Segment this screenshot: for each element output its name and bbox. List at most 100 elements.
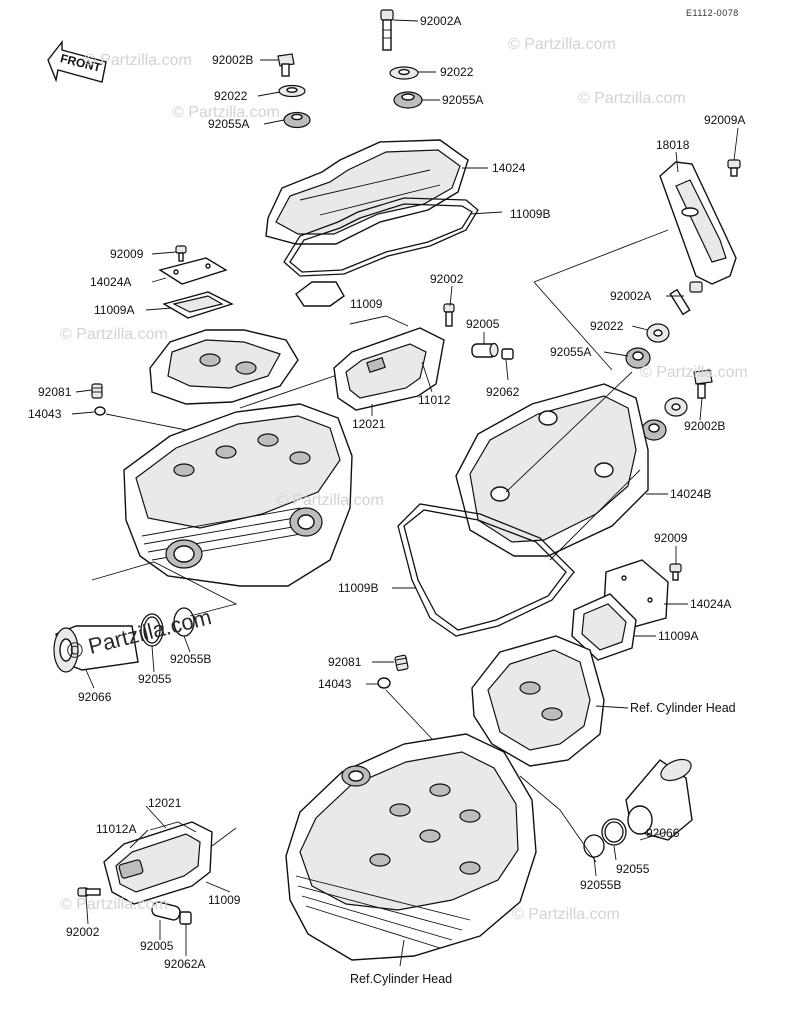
collar-92005-mid xyxy=(471,342,499,358)
intake-pipe-92066-left xyxy=(53,625,139,673)
oring-92055-right xyxy=(601,818,627,846)
washer-92022-right-lower xyxy=(664,397,688,417)
cylinder-head-cover-14024 xyxy=(265,139,469,245)
part-label: 92009 xyxy=(110,247,144,261)
part-label: 11009B xyxy=(510,207,551,221)
part-label: 92022 xyxy=(214,89,248,103)
part-label: 92002A xyxy=(610,289,652,303)
gasket-11009B-top xyxy=(283,197,479,277)
cap-92062 xyxy=(501,348,514,360)
part-label: 12021 xyxy=(148,796,182,810)
part-label: 92055A xyxy=(442,93,484,107)
part-label: 92005 xyxy=(466,317,500,331)
bolt-92002A-top xyxy=(380,9,394,51)
part-label: 92081 xyxy=(328,655,362,669)
part-label: 92062 xyxy=(486,385,520,399)
gasket-11009B-bottom xyxy=(397,503,575,637)
bolt-92002B-right xyxy=(693,369,713,399)
part-label: 14043 xyxy=(28,407,62,421)
cam-cap-head-left xyxy=(295,281,345,307)
part-label: 92055B xyxy=(580,878,622,892)
part-label: 92002B xyxy=(684,419,726,433)
part-label: 92002 xyxy=(430,272,464,286)
plate-14024A-left xyxy=(158,257,228,285)
part-label: 92081 xyxy=(38,385,72,399)
cap-92062A xyxy=(179,911,192,925)
part-label: 18018 xyxy=(656,138,690,152)
part-label: 14024 xyxy=(492,161,526,175)
bolt-92002A-right xyxy=(669,281,703,316)
part-label: 92055A xyxy=(550,345,592,359)
part-label: 92055B xyxy=(170,652,212,666)
bolt-92002-mid xyxy=(443,303,455,327)
bolt-92009-right xyxy=(669,563,682,581)
part-label: 11009 xyxy=(350,297,383,311)
cylinder-head-front xyxy=(123,403,353,587)
part-label: 92066 xyxy=(646,826,680,840)
watermark: © Partzilla.com xyxy=(276,492,384,509)
part-label: 11009A xyxy=(658,629,699,643)
ref-cylinder-head-bottom: Ref.Cylinder Head xyxy=(350,972,453,986)
gasket-11009A-right xyxy=(571,593,637,661)
part-label: 14024A xyxy=(690,597,732,611)
head-upper-right xyxy=(471,635,605,767)
grommet-92055A-right xyxy=(625,347,651,369)
part-label: 92005 xyxy=(140,939,174,953)
watermark: © Partzilla.com xyxy=(172,104,280,121)
part-label: 11009A xyxy=(94,303,135,317)
part-label: 92022 xyxy=(440,65,474,79)
part-label: 14043 xyxy=(318,677,352,691)
front-arrow-icon xyxy=(47,39,107,83)
plate-18018 xyxy=(659,161,737,285)
bolt-92009A xyxy=(727,159,741,177)
watermark: © Partzilla.com xyxy=(640,364,748,381)
part-label: 92002A xyxy=(420,14,462,28)
intake-pipe-92066-right xyxy=(625,758,693,841)
cylinder-head-rear xyxy=(285,733,537,961)
part-label: 92062A xyxy=(164,957,206,971)
part-label: 11012 xyxy=(418,393,451,407)
watermark: © Partzilla.com xyxy=(60,896,168,913)
part-label: 14024A xyxy=(90,275,132,289)
oring-92055B-right xyxy=(583,834,605,858)
spring-92081-mid xyxy=(394,654,409,672)
head-upper-left xyxy=(149,329,299,405)
cylinder-head-cover-14024B xyxy=(455,383,649,557)
washer-92022-right xyxy=(646,323,670,343)
part-label: 92009A xyxy=(704,113,746,127)
part-label: 11009B xyxy=(338,581,379,595)
washer-92022-left xyxy=(278,84,306,98)
gasket-11009A-left xyxy=(162,291,234,319)
watermark: © Partzilla.com xyxy=(578,90,686,107)
part-label: 92055A xyxy=(208,117,250,131)
part-label: 92022 xyxy=(590,319,624,333)
grommet-92055A-top xyxy=(393,91,423,109)
part-label: 12021 xyxy=(352,417,386,431)
part-label: 92002 xyxy=(66,925,100,939)
bolt-92009-left xyxy=(175,245,187,262)
reed-valve-11012 xyxy=(333,327,445,411)
grommet-92055A-left xyxy=(283,111,311,129)
ref-cylinder-head-right: Ref. Cylinder Head xyxy=(630,701,736,715)
bolt-92002-bottom xyxy=(77,887,101,897)
watermark: © Partzilla.com xyxy=(508,36,616,53)
part-label: 11009 xyxy=(208,893,241,907)
diagram-code: E1112-0078 xyxy=(686,8,739,18)
watermark: © Partzilla.com xyxy=(84,52,192,69)
bolt-92002B-top xyxy=(277,53,295,77)
part-label: 92009 xyxy=(654,531,688,545)
watermark: © Partzilla.com xyxy=(60,326,168,343)
leader-lines xyxy=(71,19,739,956)
part-label: 14024B xyxy=(670,487,712,501)
washer-92022-top xyxy=(389,66,419,80)
plug-14043-mid xyxy=(377,677,391,689)
part-label: 11012A xyxy=(96,822,137,836)
part-label: 92055 xyxy=(616,862,650,876)
part-label: 92066 xyxy=(78,690,112,704)
plug-14043-left xyxy=(94,406,106,416)
reed-valve-11012A xyxy=(103,821,213,905)
part-label: 92055 xyxy=(138,672,172,686)
watermark: © Partzilla.com xyxy=(512,906,620,923)
spring-92081-left xyxy=(91,383,103,399)
